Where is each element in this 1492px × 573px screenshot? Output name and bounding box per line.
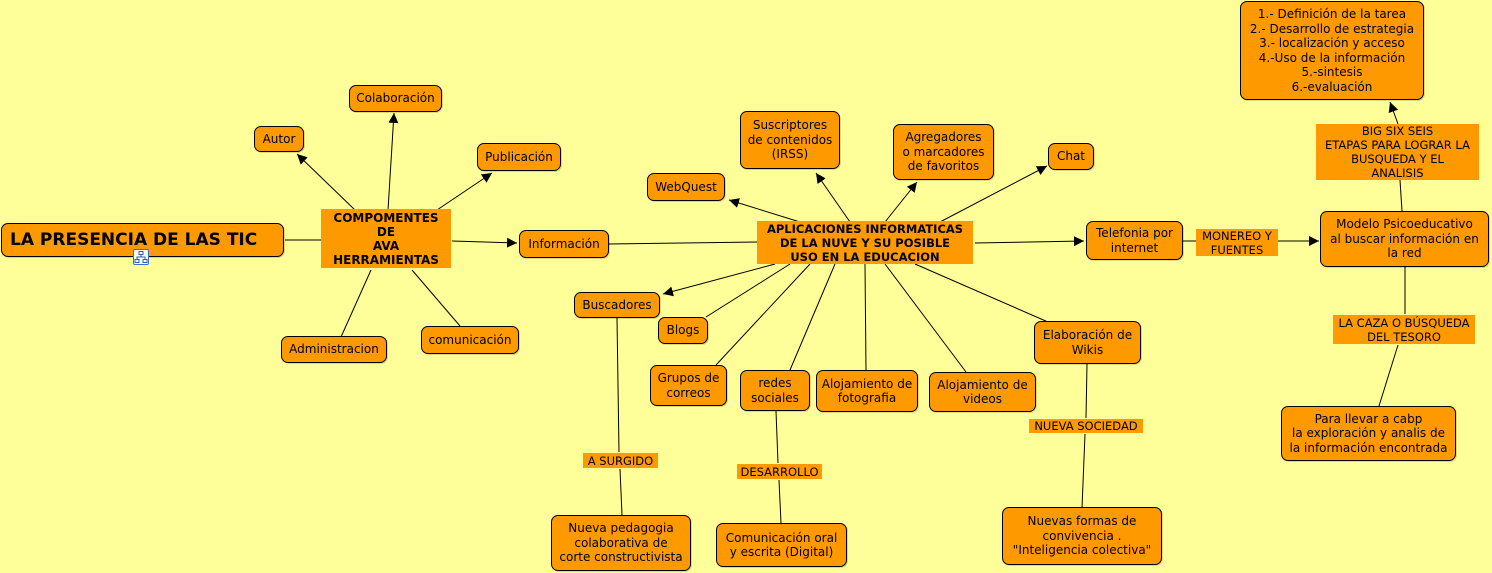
concept-map-icon[interactable]: [133, 249, 149, 265]
node-suscriptores[interactable]: Suscriptores de contenidos (IRSS): [740, 111, 840, 169]
link-label-nueva-sociedad: NUEVA SOCIEDAD: [1029, 419, 1143, 433]
node-componentes[interactable]: COMPOMENTES DE AVA HERRAMIENTAS: [321, 209, 451, 268]
node-telefonia[interactable]: Telefonia por internet: [1086, 221, 1183, 260]
node-big-six-list[interactable]: 1.- Definición de la tarea 2.- Desarroll…: [1240, 1, 1424, 100]
node-comunicacion-oral[interactable]: Comunicación oral y escrita (Digital): [716, 523, 847, 567]
link-label-surgido: A SURGIDO: [583, 453, 658, 468]
node-comunicacion[interactable]: comunicación: [421, 326, 519, 354]
node-chat[interactable]: Chat: [1048, 143, 1094, 170]
link-label-desarrollo: DESARROLLO: [737, 464, 822, 479]
node-blogs[interactable]: Blogs: [658, 317, 708, 344]
link-label-monereo: MONEREO Y FUENTES: [1196, 229, 1278, 257]
node-webquest[interactable]: WebQuest: [647, 173, 725, 201]
link-label-big-six: BIG SIX SEIS ETAPAS PARA LOGRAR LA BUSQU…: [1316, 124, 1479, 180]
node-wikis[interactable]: Elaboración de Wikis: [1034, 321, 1141, 364]
node-autor[interactable]: Autor: [254, 126, 304, 152]
link-label-caza: LA CAZA O BÚSQUEDA DEL TESORO: [1333, 315, 1475, 344]
node-administracion[interactable]: Administracion: [281, 336, 387, 363]
node-redes-sociales[interactable]: redes sociales: [740, 370, 810, 411]
node-nueva-pedagogia[interactable]: Nueva pedagogia colaborativa de corte co…: [551, 515, 691, 571]
node-informacion[interactable]: Información: [519, 230, 609, 258]
node-aplicaciones[interactable]: APLICACIONES INFORMATICAS DE LA NUVE Y S…: [757, 221, 973, 264]
node-publicacion[interactable]: Publicación: [477, 143, 561, 171]
node-nuevas-formas[interactable]: Nuevas formas de convivencia . "Intelige…: [1002, 507, 1162, 565]
node-modelo-psicoeducativo[interactable]: Modelo Psicoeducativo al buscar informac…: [1320, 211, 1489, 267]
node-colaboracion[interactable]: Colaboración: [349, 85, 442, 112]
node-alojamiento-fotografia[interactable]: Alojamiento de fotografia: [816, 370, 918, 412]
node-alojamiento-videos[interactable]: Alojamiento de videos: [929, 372, 1036, 412]
node-para-llevar[interactable]: Para llevar a cabp la exploración y anal…: [1281, 406, 1456, 461]
title-node[interactable]: LA PRESENCIA DE LAS TIC: [1, 223, 284, 257]
node-buscadores[interactable]: Buscadores: [574, 292, 660, 318]
node-agregadores[interactable]: Agregadores o marcadores de favoritos: [893, 124, 994, 180]
node-grupos-correos[interactable]: Grupos de correos: [650, 365, 727, 406]
